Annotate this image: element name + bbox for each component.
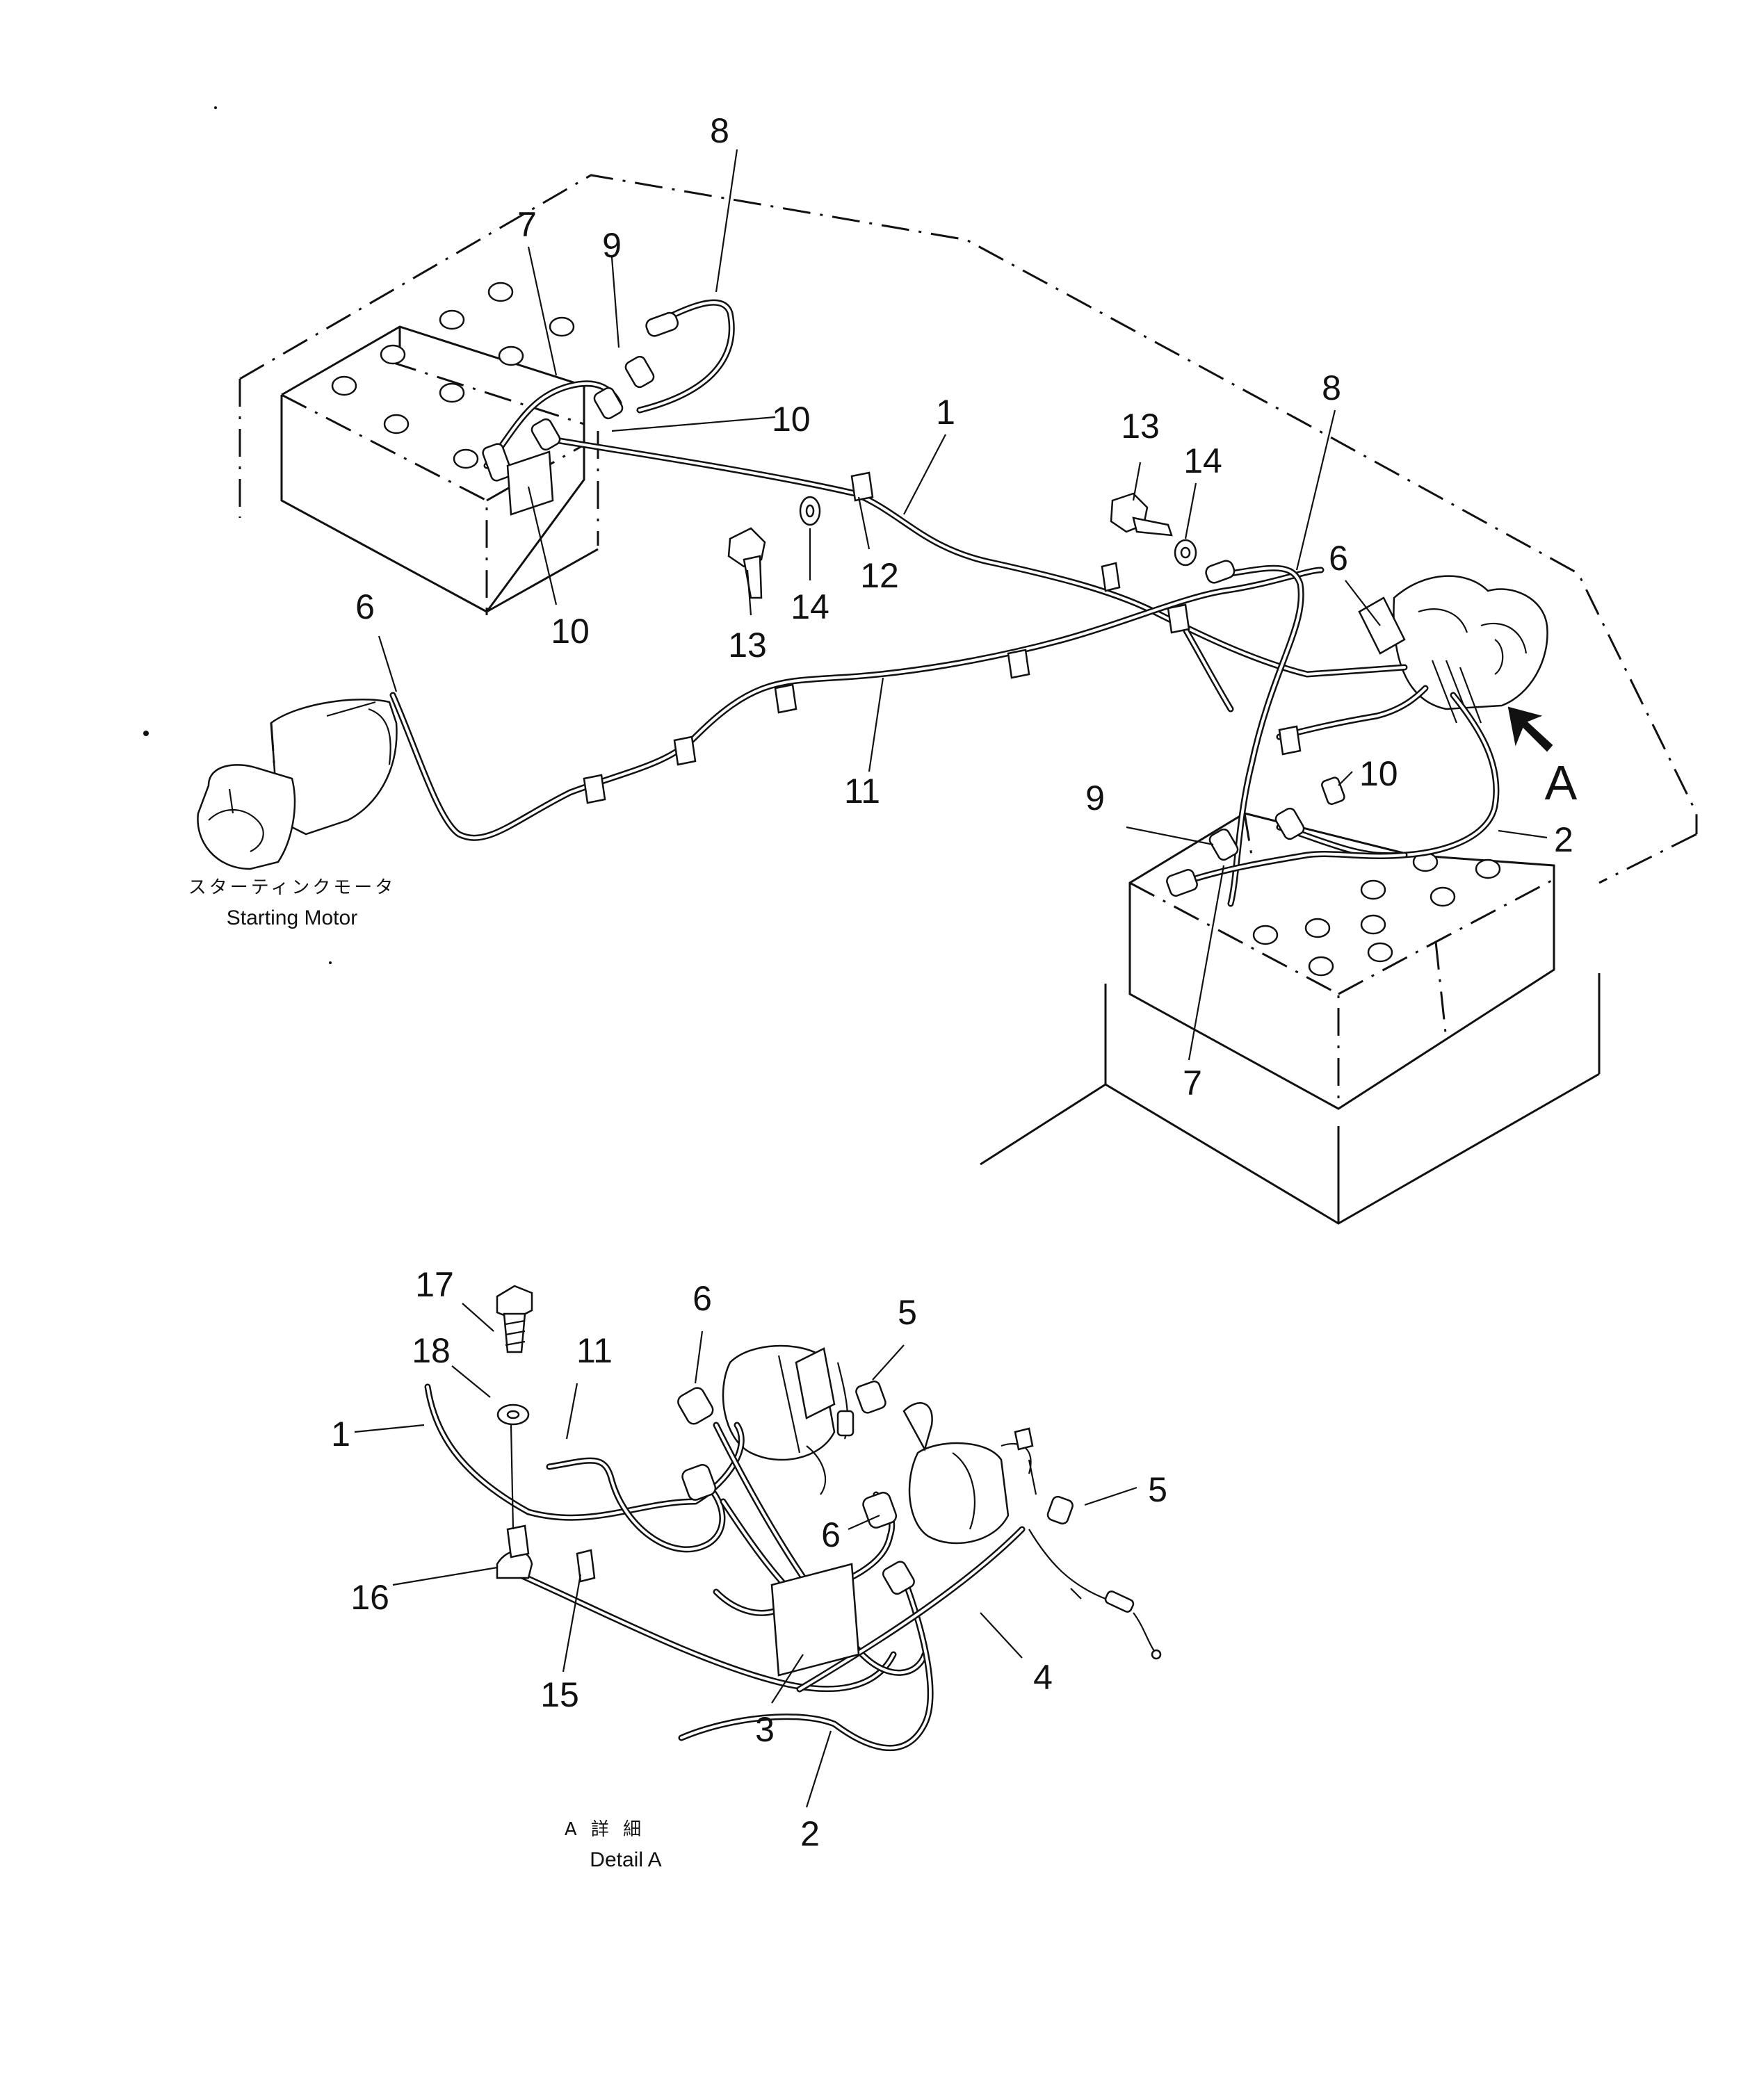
callout-8-top: 8 [710, 111, 729, 150]
callout-6-detail-b: 6 [821, 1515, 841, 1554]
caption-starting-motor-en: Starting Motor [227, 906, 357, 929]
callout-4-detail: 4 [1033, 1658, 1053, 1697]
callout-11-top: 11 [844, 772, 880, 811]
speck [329, 961, 332, 964]
callout-12-top: 12 [860, 556, 899, 595]
callout-9-top: 9 [602, 226, 622, 265]
caption-starting-motor-jp: スターティンクモータ [188, 877, 396, 898]
leader-lines-detail [354, 1303, 1137, 1808]
detail-a-drawing [424, 1285, 1162, 1752]
alternator-unit [1358, 575, 1548, 724]
cables-top [389, 299, 1500, 907]
captions: スターティンクモータ Starting Motor A 詳 細 Detail A [188, 877, 662, 1871]
speck [214, 106, 217, 109]
callout-10-right: 10 [1359, 754, 1398, 793]
callout-10-top: 10 [772, 400, 811, 439]
callout-14-left: 14 [791, 587, 829, 626]
speck [143, 731, 149, 736]
callout-7-top: 7 [517, 205, 537, 244]
callout-16: 16 [350, 1578, 389, 1617]
callout-labels: 8 7 9 10 1 12 14 13 10 6 11 13 14 8 6 10… [331, 111, 1578, 1853]
callout-5-detail-b: 5 [1148, 1470, 1167, 1509]
caption-detail-a-en: Detail A [590, 1848, 661, 1871]
view-arrow-a [1507, 706, 1553, 752]
battery-right [1128, 812, 1555, 1110]
callout-18: 18 [412, 1331, 451, 1370]
callout-3-detail: 3 [755, 1710, 775, 1749]
callout-14-top: 14 [1183, 441, 1222, 480]
callout-13-left: 13 [728, 626, 767, 665]
callout-1-top: 1 [936, 393, 955, 432]
callout-2-detail: 2 [800, 1814, 820, 1853]
callout-1-detail: 1 [331, 1415, 350, 1454]
callout-10-mid: 10 [551, 612, 590, 651]
callout-6-left: 6 [355, 587, 375, 626]
starting-motor [197, 699, 398, 870]
callout-7-bottom: 7 [1183, 1064, 1202, 1102]
terminals-top [482, 311, 1345, 897]
callout-a-arrow: A [1545, 756, 1578, 810]
callout-13-top: 13 [1121, 407, 1160, 446]
callout-17: 17 [415, 1265, 454, 1304]
leader-lines-top [378, 149, 1548, 1061]
callout-6-right: 6 [1329, 539, 1348, 578]
frame-outline [238, 174, 1698, 1225]
callout-9-right: 9 [1085, 779, 1105, 817]
callout-6-detail-a: 6 [693, 1279, 712, 1318]
callout-2-right: 2 [1554, 820, 1573, 859]
callout-11-detail: 11 [576, 1331, 613, 1370]
callout-8-right: 8 [1322, 368, 1341, 407]
callout-5-detail-a: 5 [898, 1293, 917, 1332]
callout-15: 15 [540, 1675, 579, 1714]
caption-detail-a-jp: A 詳 細 [565, 1819, 645, 1840]
battery-left [280, 282, 599, 615]
